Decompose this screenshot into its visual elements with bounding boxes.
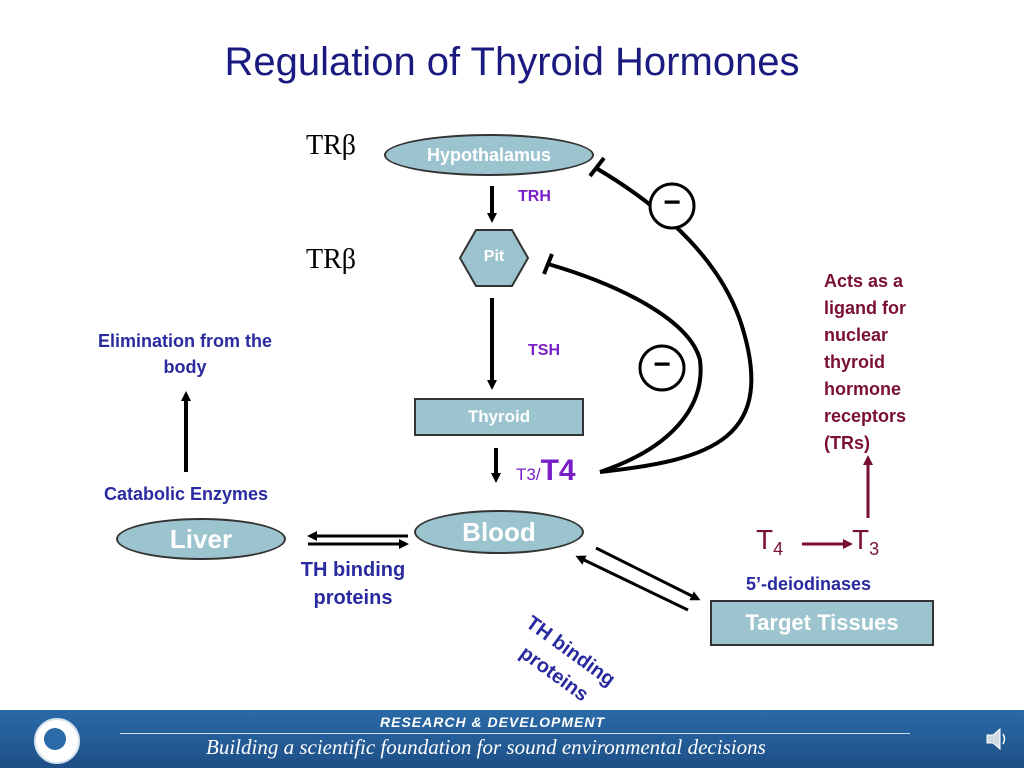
catabolic-enzymes-label: Catabolic Enzymes: [104, 484, 269, 504]
t4-right-base: T: [756, 524, 774, 555]
pit-hexagon: [458, 229, 530, 287]
t3-t4-label: T3/T4: [516, 454, 576, 488]
footer-tagline: Building a scientific foundation for sou…: [206, 735, 766, 759]
acts-as-ligand-label: Acts as a ligand for nuclear thyroid hor…: [824, 271, 907, 453]
target-tissues-node: Target Tissues: [710, 600, 934, 646]
th-binding-left-label: TH binding proteins: [300, 559, 406, 609]
blood-node: Blood: [414, 510, 584, 554]
footer-divider: [120, 733, 910, 734]
thyroid-node: Thyroid: [414, 398, 584, 436]
epa-seal-inner: [44, 728, 66, 750]
t3-right-label: T3: [852, 524, 879, 560]
page-title: Regulation of Thyroid Hormones: [224, 40, 800, 84]
footer-title: RESEARCH & DEVELOPMENT: [380, 714, 606, 730]
t4-right-sub: 4: [773, 539, 784, 559]
liver-node: Liver: [116, 518, 286, 560]
t3-small: T3: [516, 465, 536, 484]
slash: /: [535, 465, 541, 484]
t3-right-base: T: [852, 524, 870, 555]
footer-bar: [0, 710, 1024, 768]
inhibition-circle-1: [648, 182, 696, 230]
t3-right-sub: 3: [869, 539, 880, 559]
feedback-bar-pit: [542, 253, 554, 275]
trh-label: TRH: [518, 188, 551, 205]
minus-sign-2: −: [653, 348, 671, 381]
feedback-curve-pit: [547, 262, 703, 474]
elimination-label: Elimination from the body: [97, 331, 272, 377]
inhibition-circle-2: [638, 344, 686, 392]
speaker-icon[interactable]: [985, 726, 1007, 752]
pit-label: Pit: [483, 248, 505, 265]
arrow-blood-target-a: [595, 546, 701, 601]
t4-right-label: T4: [756, 524, 783, 560]
arrow-blood-target-b: [575, 555, 689, 612]
minus-sign-1: −: [663, 186, 681, 219]
hypothalamus-node: Hypothalamus: [384, 134, 594, 176]
tr-beta-label-1: TRβ: [306, 130, 357, 161]
deiodinases-label: 5’-deiodinases: [746, 574, 872, 594]
tr-beta-label-2: TRβ: [306, 244, 357, 275]
tsh-label: TSH: [528, 342, 560, 359]
feedback-bar-hypothalamus: [588, 156, 606, 178]
t4-large: T4: [540, 454, 576, 487]
diagram-connectors: [181, 156, 873, 612]
